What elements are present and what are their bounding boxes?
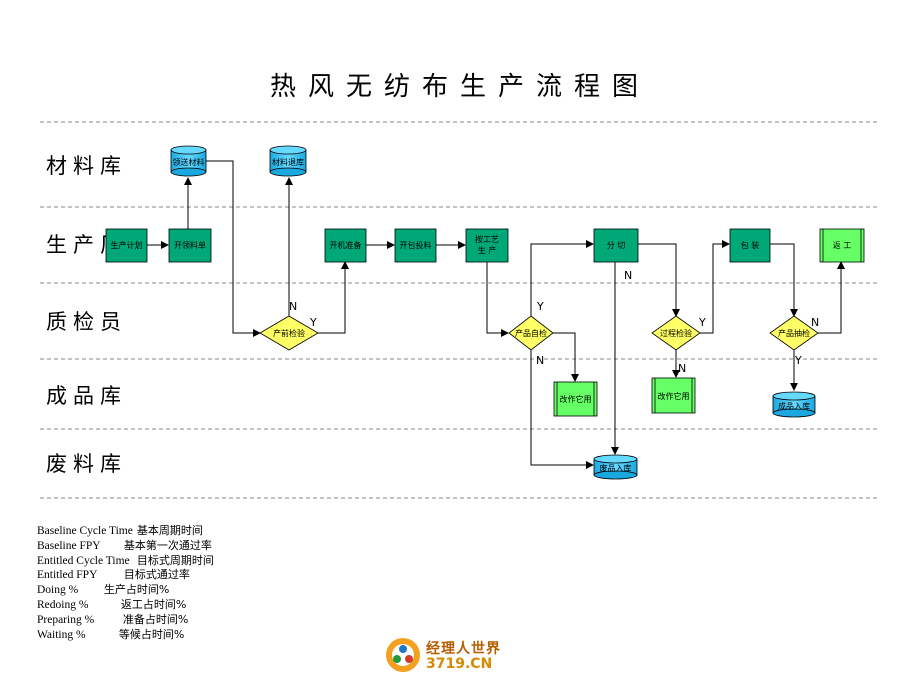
svg-text:返 工: 返 工 bbox=[833, 241, 852, 250]
disposal-box-2: 改作它用 bbox=[651, 377, 696, 414]
svg-text:过程检验: 过程检验 bbox=[660, 328, 692, 338]
store-pick-material: 领送材料 bbox=[170, 145, 207, 177]
svg-text:按工艺: 按工艺 bbox=[475, 234, 499, 244]
legend-row: Baseline Cycle Time 基本周期时间 bbox=[37, 524, 203, 537]
process-slitting: 分 切 bbox=[593, 228, 639, 263]
legend-row: Doing % 生产占时间% bbox=[37, 583, 170, 597]
lane-label-finished: 成品库 bbox=[46, 384, 127, 408]
svg-text:废品入库: 废品入库 bbox=[600, 463, 632, 473]
legend-row: Preparing % 准备占时间% bbox=[37, 612, 189, 626]
yn-pre-check-y: Y bbox=[309, 316, 317, 329]
svg-text:产品抽检: 产品抽检 bbox=[778, 328, 810, 338]
svg-text:领送材料: 领送材料 bbox=[173, 157, 205, 167]
svg-text:改作它用: 改作它用 bbox=[658, 391, 690, 401]
decision-product-check: 产品自检 bbox=[508, 315, 554, 351]
decision-final-check: 产品抽检 bbox=[769, 315, 819, 351]
yn-final-check-y: Y bbox=[794, 354, 802, 367]
legend-row: Entitled Cycle Time 目标式周期时间 bbox=[37, 553, 214, 567]
yn-final-check-n: N bbox=[811, 316, 819, 329]
svg-text:开机准备: 开机准备 bbox=[330, 240, 362, 250]
store-material-return: 材料退库 bbox=[269, 145, 307, 177]
yn-pre-check-n: N bbox=[289, 300, 297, 313]
decision-process-check: 过程检验 bbox=[651, 315, 701, 351]
disposal-box-1: 改作它用 bbox=[553, 381, 598, 417]
site-logo: 经理人世界 3719.CN bbox=[384, 636, 514, 676]
process-pick-list: 开领料单 bbox=[168, 228, 212, 263]
yn-product-check-n: N bbox=[536, 354, 544, 367]
yn-process-check-n: N bbox=[678, 362, 686, 375]
svg-text:改作它用: 改作它用 bbox=[560, 394, 592, 404]
logo-url: 3719.CN bbox=[426, 656, 493, 672]
svg-text:生产计划: 生产计划 bbox=[111, 240, 143, 250]
decision-pre-check: 产前检验 bbox=[259, 315, 319, 351]
legend-row: Redoing % 返工占时间% bbox=[37, 597, 187, 611]
lane-label-qc: 质检员 bbox=[46, 310, 127, 334]
legend-row: Entitled FPY 目标式通过率 bbox=[37, 568, 190, 582]
yn-product-check-y: Y bbox=[536, 300, 544, 313]
process-by-process-production: 按工艺 生 产 bbox=[465, 228, 509, 263]
process-plan: 生产计划 bbox=[105, 228, 148, 263]
process-machine-prep: 开机准备 bbox=[324, 228, 367, 263]
lane-label-material: 材料库 bbox=[46, 154, 127, 178]
lane-label-waste: 废料库 bbox=[46, 452, 127, 476]
process-open-feed: 开包投料 bbox=[394, 228, 437, 263]
store-finished: 成品入库 bbox=[772, 391, 816, 418]
svg-text:开包投料: 开包投料 bbox=[400, 240, 432, 250]
logo-name: 经理人世界 bbox=[426, 641, 501, 657]
lane-dividers bbox=[40, 121, 878, 499]
process-packing: 包 装 bbox=[729, 228, 771, 263]
metrics-legend: Baseline Cycle Time 基本周期时间 Baseline FPY … bbox=[37, 524, 214, 642]
svg-text:分 切: 分 切 bbox=[607, 241, 626, 250]
svg-text:生 产: 生 产 bbox=[478, 245, 497, 255]
connectors bbox=[147, 160, 845, 469]
process-rework: 返 工 bbox=[819, 228, 865, 263]
legend-row: Waiting % 等候占时间% bbox=[37, 627, 185, 641]
yn-process-check-y: Y bbox=[698, 316, 706, 329]
page-title: 热风无纺布生产流程图 bbox=[269, 72, 650, 102]
store-waste: 废品入库 bbox=[593, 454, 638, 480]
svg-text:产品自检: 产品自检 bbox=[515, 328, 547, 338]
svg-text:产前检验: 产前检验 bbox=[273, 328, 305, 338]
svg-text:成品入库: 成品入库 bbox=[778, 401, 810, 411]
svg-text:包 装: 包 装 bbox=[741, 240, 760, 250]
legend-row: Baseline FPY 基本第一次通过率 bbox=[37, 538, 212, 552]
logo-emblem-icon bbox=[386, 638, 420, 672]
svg-text:材料退库: 材料退库 bbox=[272, 157, 304, 167]
yn-slitting-n: N bbox=[624, 269, 632, 282]
svg-text:开领料单: 开领料单 bbox=[174, 240, 206, 250]
